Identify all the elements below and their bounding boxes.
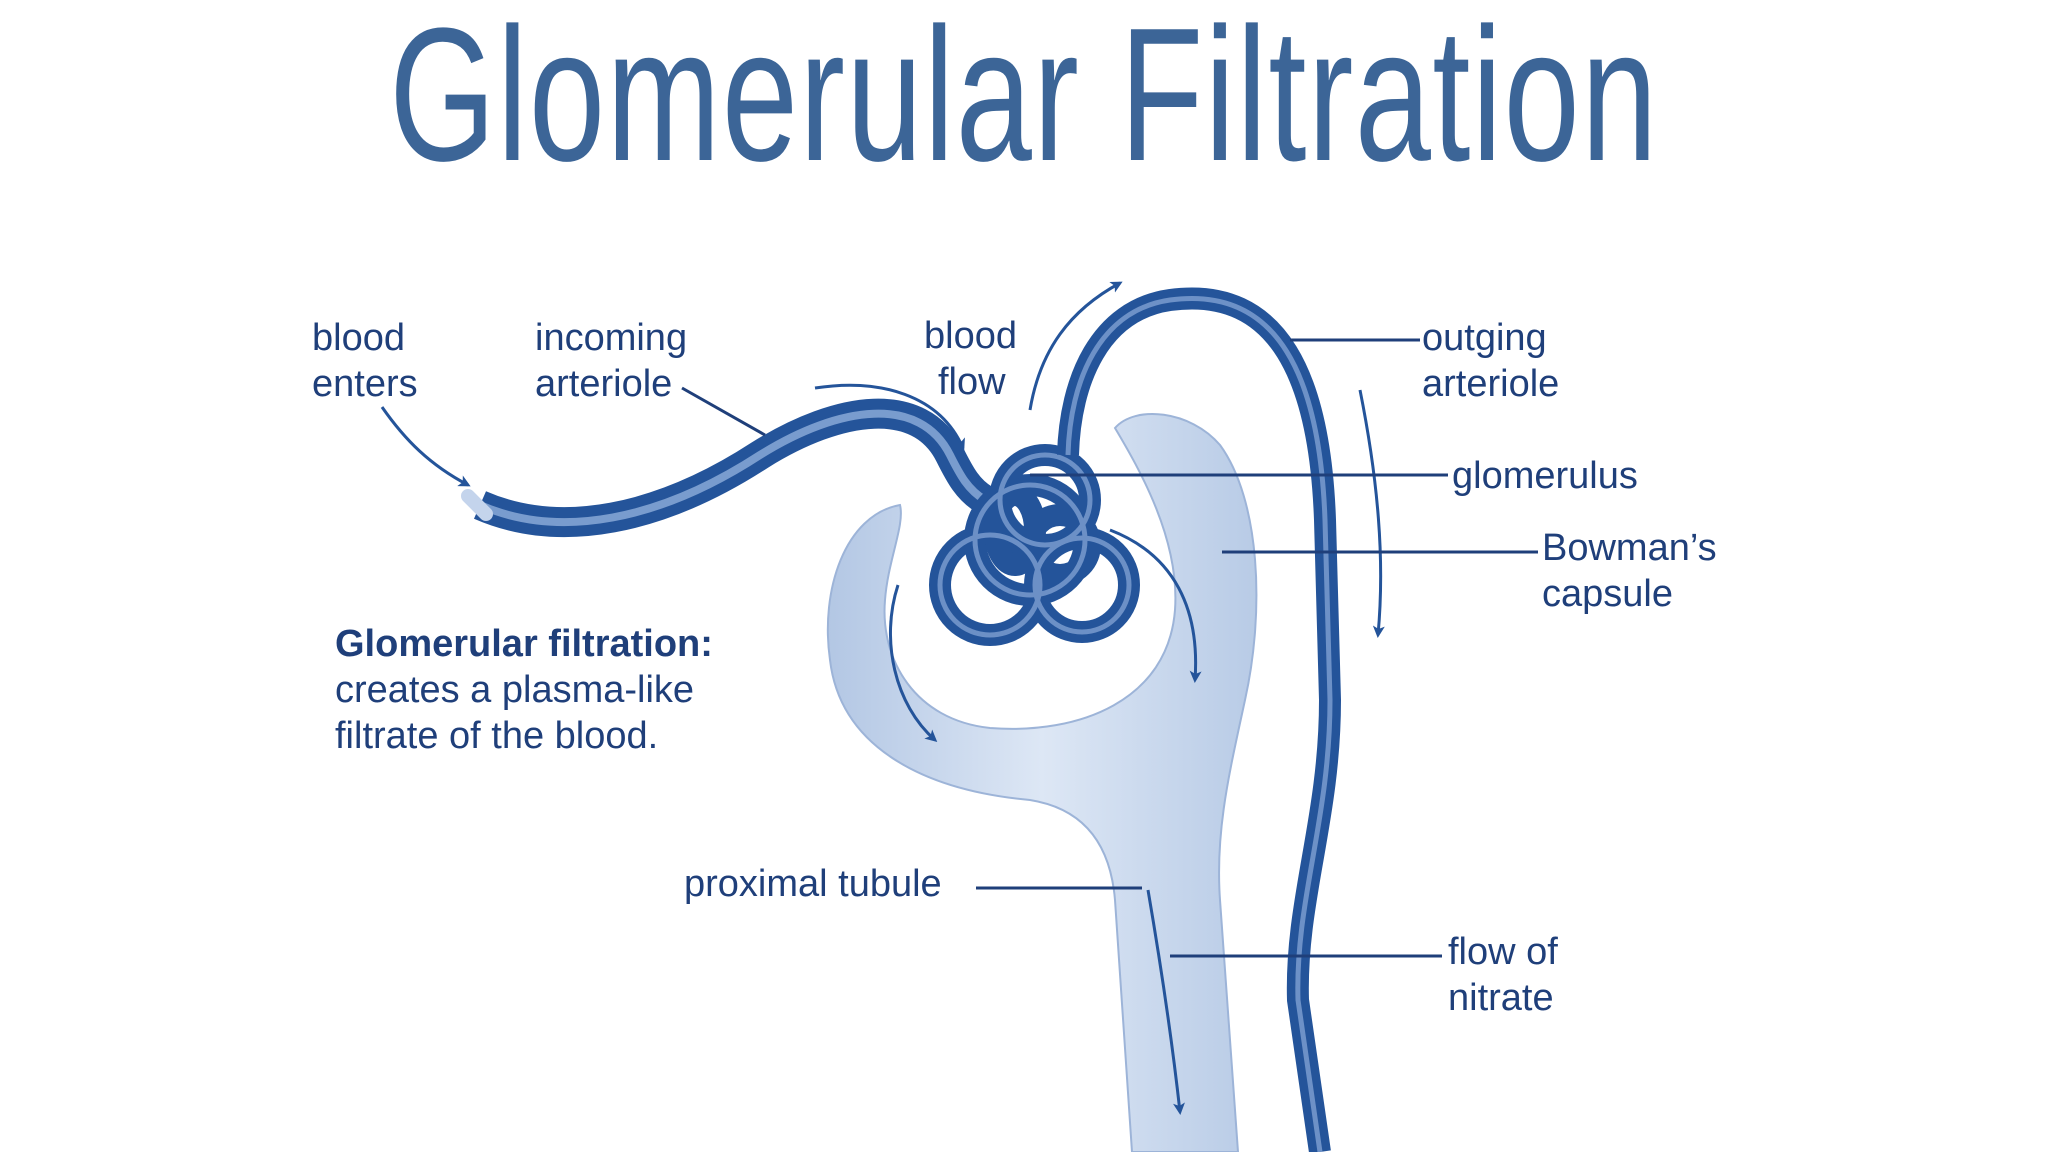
label-blood-enters-line2: enters <box>312 363 418 405</box>
label-bowmans-capsule-line1: Bowman’s <box>1542 527 1717 569</box>
label-proximal-tubule: proximal tubule <box>684 863 942 905</box>
leader-lines <box>681 338 1538 958</box>
label-incoming-arteriole-line1: incoming <box>535 317 687 359</box>
page-title: Glomerular Filtration <box>389 0 1659 201</box>
label-outgoing-arteriole-line2: arteriole <box>1422 363 1559 405</box>
caption-heading: Glomerular filtration: <box>335 623 713 665</box>
label-blood-flow-line1: blood <box>924 315 1017 357</box>
label-flow-of-nitrate-line1: flow of <box>1448 931 1558 973</box>
bowmans-capsule-shape <box>826 412 1258 1152</box>
label-bowmans-capsule-line2: capsule <box>1542 573 1673 615</box>
label-outgoing-arteriole-line1: outging <box>1422 317 1547 359</box>
label-flow-of-nitrate-line2: nitrate <box>1448 977 1554 1019</box>
caption-line-2: filtrate of the blood. <box>335 715 658 757</box>
label-blood-enters-line1: blood <box>312 317 405 359</box>
flow-arrows <box>380 281 1385 1115</box>
label-incoming-arteriole-line2: arteriole <box>535 363 672 405</box>
label-blood-flow-line2: flow <box>938 361 1006 403</box>
caption-line-1: creates a plasma-like <box>335 669 694 711</box>
label-glomerulus: glomerulus <box>1452 455 1638 497</box>
